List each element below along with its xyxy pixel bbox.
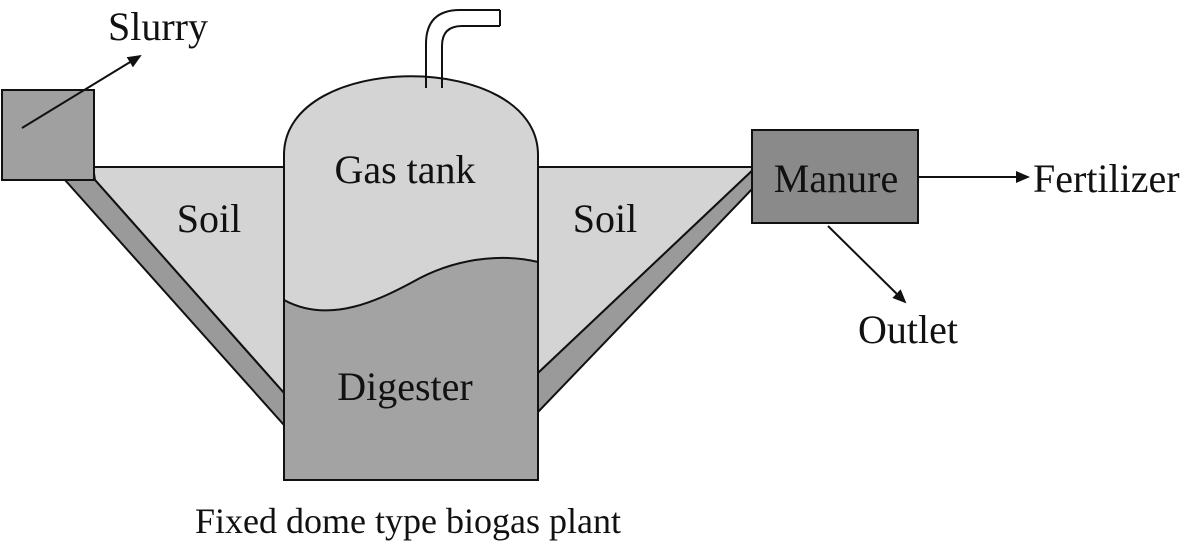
digester-label: Digester bbox=[337, 364, 473, 409]
soil-label-right: Soil bbox=[573, 196, 637, 241]
outlet-arrow bbox=[827, 225, 907, 304]
soil-label-left: Soil bbox=[177, 196, 241, 241]
gas-outlet-pipe-inner bbox=[441, 25, 500, 88]
diagram-caption: Fixed dome type biogas plant bbox=[195, 501, 621, 541]
fertilizer-label: Fertilizer bbox=[1033, 156, 1180, 201]
inlet-chamber bbox=[1, 89, 95, 181]
gas-outlet-pipe bbox=[425, 9, 500, 88]
digester-slurry bbox=[283, 256, 539, 481]
outlet-label: Outlet bbox=[858, 307, 958, 352]
manure-label: Manure bbox=[774, 156, 898, 201]
slurry-label: Slurry bbox=[108, 4, 208, 49]
slurry-arrow bbox=[21, 54, 142, 129]
manure-chamber bbox=[751, 129, 919, 224]
gas-tank-label: Gas tank bbox=[334, 147, 475, 192]
